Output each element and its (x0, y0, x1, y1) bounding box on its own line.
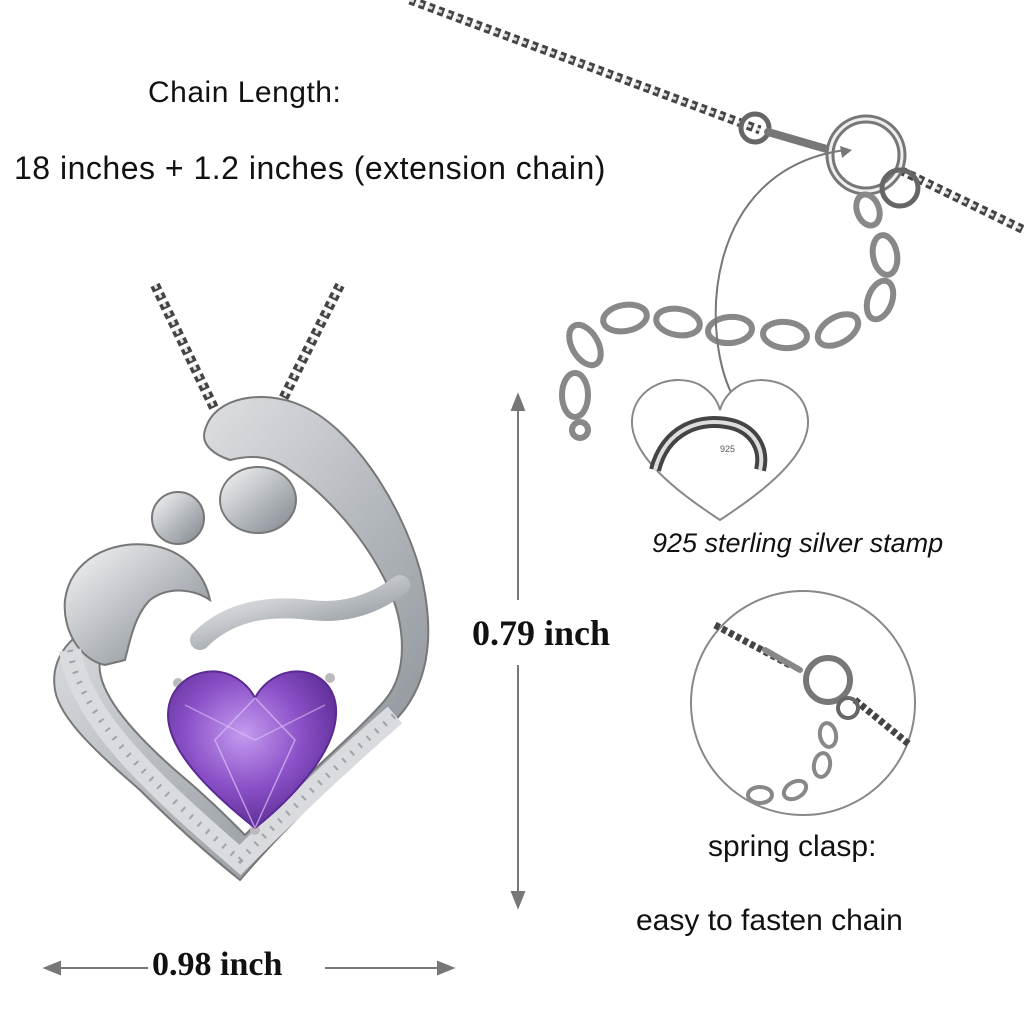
callout-arc (714, 149, 846, 401)
clasp-caption: spring clasp: (708, 830, 877, 863)
top-chain (408, 0, 1024, 235)
heart-pendant (53, 396, 430, 882)
height-dimension-arrow (510, 392, 526, 910)
stamp-caption: 925 sterling silver stamp (652, 528, 944, 558)
pendant-chain (150, 282, 345, 413)
height-dimension-label: 0.79 inch (472, 613, 611, 653)
chain-length-title: Chain Length: (148, 76, 342, 109)
extension-chain (559, 191, 901, 441)
stamp-heart-inset: 925 (630, 379, 810, 522)
width-dimension-label: 0.98 inch (152, 946, 283, 983)
stamp-engraving: 925 (720, 444, 735, 454)
chain-length-value: 18 inches + 1.2 inches (extension chain) (14, 150, 606, 186)
width-dimension-arrow (42, 960, 456, 976)
clasp-circle-inset (690, 590, 916, 816)
fasten-caption: easy to fasten chain (636, 904, 903, 937)
